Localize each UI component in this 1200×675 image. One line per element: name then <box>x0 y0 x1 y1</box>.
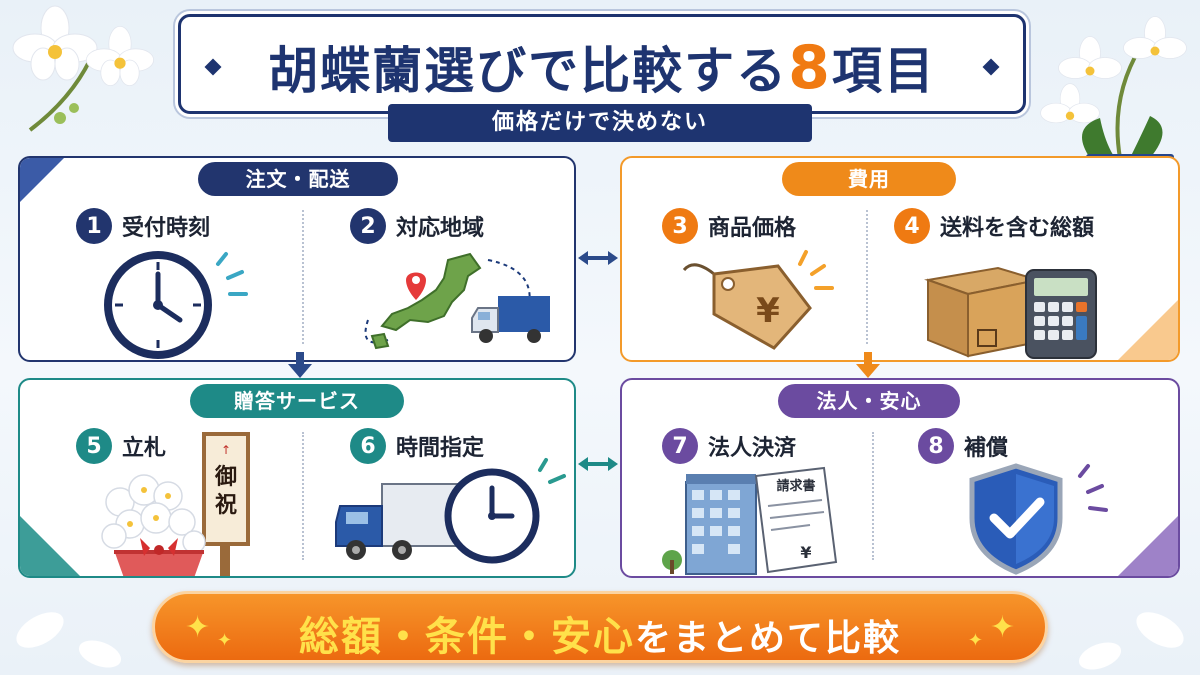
down-arrow-left-icon <box>288 352 312 378</box>
title-card: 胡蝶蘭選びで比較する8項目 <box>178 14 1026 114</box>
item-number: 5 <box>76 428 112 464</box>
group-label-cost: 費用 <box>782 162 956 196</box>
truck-clock-icon <box>335 458 566 564</box>
item-label-standing-sign: 立札 <box>122 436 167 461</box>
sign-text-1: 御 <box>214 464 237 490</box>
item-label-corporate-payment: 法人決済 <box>708 436 797 461</box>
orchid-decoration-top-left-icon <box>12 5 155 132</box>
yen-symbol: ¥ <box>800 543 811 562</box>
item-label-total-with-shipping: 送料を含む総額 <box>940 216 1095 241</box>
page-title: 胡蝶蘭選びで比較する8項目 <box>268 33 936 103</box>
shield-check-icon <box>969 463 1108 575</box>
double-arrow-bottom-icon <box>578 457 618 471</box>
orchid-with-sign-icon: ↑ 御 祝 <box>101 432 250 576</box>
item-number: 3 <box>662 208 698 244</box>
japan-map-truck-icon <box>364 252 550 350</box>
svg-text:↑: ↑ <box>221 443 231 457</box>
item-number: 6 <box>350 428 386 464</box>
box-calculator-icon <box>924 266 1097 359</box>
sparkle-icon: ✦ <box>217 630 233 651</box>
item-label-product-price: 商品価格 <box>708 216 797 241</box>
double-arrow-top-icon <box>578 251 618 265</box>
summary-text: 総額・条件・安心をまとめて比較 <box>298 614 901 660</box>
item-label-time-designation: 時間指定 <box>396 436 485 461</box>
sparkle-icon: ✦ <box>185 610 211 645</box>
item-number: 7 <box>662 428 698 464</box>
item-label-compensation: 補償 <box>964 436 1009 461</box>
title-accent-number: 8 <box>788 33 832 103</box>
price-tag-icon: ¥ <box>682 250 834 350</box>
item-label-reception-time: 受付時刻 <box>122 216 211 241</box>
group-label-corporate-security: 法人・安心 <box>778 384 960 418</box>
item-number: 4 <box>894 208 930 244</box>
item-number: 8 <box>918 428 954 464</box>
down-arrow-right-icon <box>856 352 880 378</box>
panel-gift-service: 贈答サービス 5 立札 ↑ 御 祝 6 時間指定 <box>18 378 576 578</box>
subtitle-banner: 価格だけで決めない <box>388 104 812 142</box>
group-label-gift-service: 贈答サービス <box>190 384 404 418</box>
invoice-label: 請求書 <box>776 478 815 494</box>
panel-corporate-security: 法人・安心 7 法人決済 請求書 ¥ 8 補償 <box>620 378 1180 578</box>
item-label-service-area: 対応地域 <box>396 216 485 241</box>
sign-text-2: 祝 <box>215 492 237 518</box>
group-label-order-delivery: 注文・配送 <box>198 162 398 196</box>
item-number: 2 <box>350 208 386 244</box>
sparkle-icon: ✦ <box>989 610 1015 645</box>
yen-symbol: ¥ <box>756 291 780 331</box>
item-number: 1 <box>76 208 112 244</box>
petal-decoration-icon <box>16 612 122 668</box>
panel-cost: 費用 3 商品価格 ¥ 4 送料を含む総額 <box>620 156 1180 362</box>
panel-order-delivery: 注文・配送 1 受付時刻 2 対応地域 <box>18 156 576 362</box>
building-invoice-icon: 請求書 ¥ <box>662 466 838 575</box>
summary-banner: ✦ ✦ 総額・条件・安心をまとめて比較 ✦ ✦ <box>152 591 1048 663</box>
clock-icon <box>104 251 248 359</box>
petal-decoration-icon <box>1078 612 1184 670</box>
sparkle-icon: ✦ <box>967 630 983 651</box>
